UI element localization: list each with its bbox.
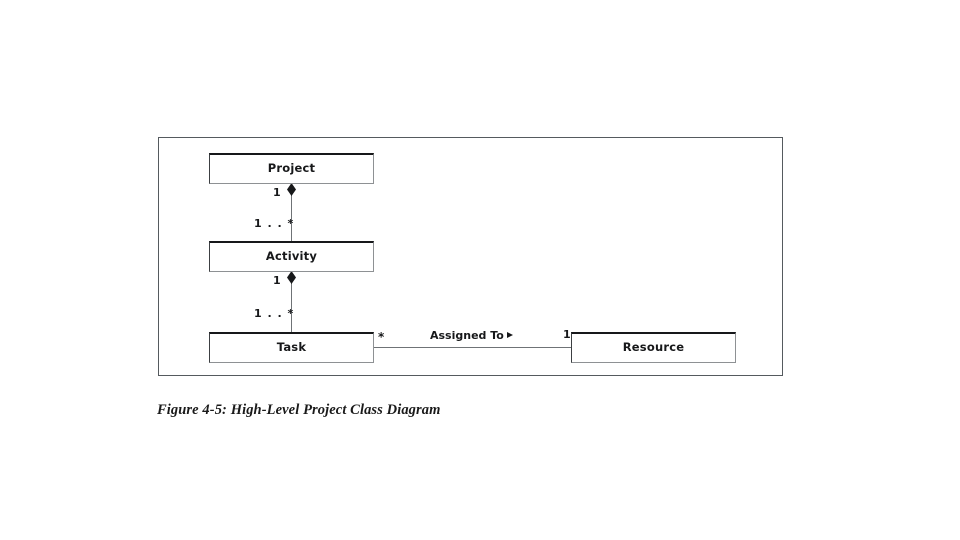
multiplicity-project-end: 1 (273, 186, 281, 199)
multiplicity-activity-parent-end: 1 (273, 274, 281, 287)
class-name-task: Task (276, 340, 307, 355)
right-triangle-icon (506, 332, 513, 338)
association-line-project-activity (291, 184, 292, 241)
class-box-task[interactable]: Task (209, 332, 374, 363)
class-name-activity: Activity (265, 249, 318, 264)
filled-diamond-icon (287, 183, 296, 196)
class-box-resource[interactable]: Resource (571, 332, 736, 363)
association-label-assigned-to: Assigned To (428, 330, 515, 341)
figure-caption: Figure 4-5: High-Level Project Class Dia… (157, 402, 441, 418)
multiplicity-activity-end: 1 . . * (254, 217, 295, 230)
filled-diamond-icon (287, 271, 296, 284)
class-name-resource: Resource (622, 340, 685, 355)
class-box-activity[interactable]: Activity (209, 241, 374, 272)
class-box-project[interactable]: Project (209, 153, 374, 184)
association-line-activity-task (291, 272, 292, 332)
multiplicity-task-end: 1 . . * (254, 307, 295, 320)
multiplicity-task-resource-source: * (378, 330, 385, 344)
class-name-project: Project (267, 161, 316, 176)
multiplicity-task-resource-target: 1 (563, 328, 571, 341)
association-line-task-resource (374, 347, 571, 348)
association-label-text: Assigned To (430, 329, 504, 342)
diagram-frame: Project Activity Task Resource 1 1 . . *… (158, 137, 783, 376)
